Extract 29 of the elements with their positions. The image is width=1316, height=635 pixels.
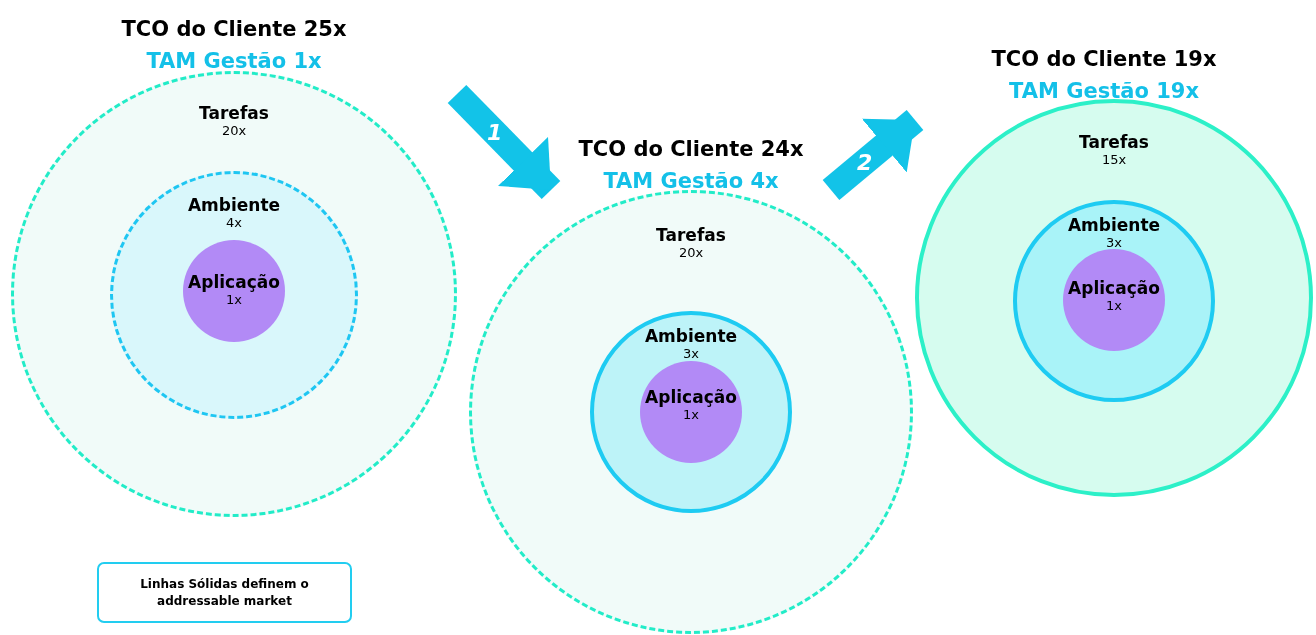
arrow xyxy=(447,84,561,200)
multiplier-text: 1x xyxy=(683,407,699,422)
multiplier-text: 4x xyxy=(226,215,242,230)
subheading: TAM Gestão 1x xyxy=(146,48,322,74)
circle-label: Tarefas xyxy=(199,104,269,123)
multiplier-text: 3x xyxy=(683,346,699,361)
subheading: TAM Gestão 19x xyxy=(1009,78,1199,104)
multiplier-text: 1x xyxy=(226,292,242,307)
multiplier-text: 20x xyxy=(678,245,704,260)
heading: TCO do Cliente 19x xyxy=(991,46,1217,72)
circle-label: Ambiente xyxy=(187,196,281,215)
multiplier-text: 15x xyxy=(1101,152,1127,167)
circle-label: Aplicação xyxy=(188,273,280,292)
circle-label: Aplicação xyxy=(645,388,737,407)
circle-label: Aplicação xyxy=(1068,279,1160,298)
multiplier-text: 1x xyxy=(1106,298,1122,313)
circle-label: Tarefas xyxy=(1079,133,1149,152)
heading: TCO do Cliente 24x xyxy=(578,136,804,162)
circle-label: Tarefas xyxy=(656,226,726,245)
subheading: TAM Gestão 4x xyxy=(603,168,779,194)
arrow xyxy=(822,110,924,200)
circle-label: Ambiente xyxy=(1067,216,1161,235)
edge-label: 2 xyxy=(856,150,873,175)
note-box: Linhas Sólidas definem o addressable market xyxy=(97,562,352,623)
circle-label: Ambiente xyxy=(644,327,738,346)
heading: TCO do Cliente 25x xyxy=(121,16,347,42)
edge-label: 1 xyxy=(486,120,503,146)
multiplier-text: 20x xyxy=(221,123,247,138)
multiplier-text: 3x xyxy=(1106,235,1122,250)
